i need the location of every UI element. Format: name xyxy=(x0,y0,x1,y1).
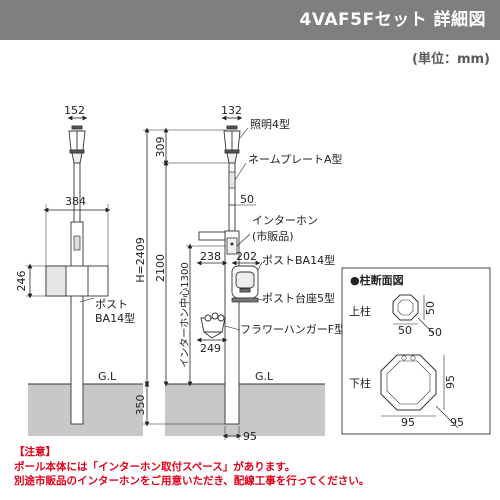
right-dim-top: 132 xyxy=(221,104,242,117)
left-lower-pole xyxy=(70,221,84,425)
unit-label: (単位：mm) xyxy=(412,52,490,67)
dim-2100: 2100 xyxy=(154,254,167,282)
left-mailbox xyxy=(45,265,109,297)
lower-dim-c: 95 xyxy=(450,416,464,429)
label-nameplate: ネームプレートA型 xyxy=(248,152,343,166)
page-title: 4VAF5Fセット 詳細図 xyxy=(299,10,486,30)
upper-dim-c: 50 xyxy=(428,326,442,339)
left-dim-width: 384 xyxy=(65,195,86,208)
right-ground-label: G.L xyxy=(255,370,274,383)
label-post-base: ポスト台座5型 xyxy=(262,291,335,305)
left-ground-label: G.L xyxy=(98,370,117,383)
left-dim-height: 246 xyxy=(15,271,28,292)
side-plate xyxy=(198,231,226,241)
label-flower: フラワーハンガーF型 xyxy=(240,322,345,336)
lower-dim-a: 95 xyxy=(444,375,457,389)
section-title: ●柱断面図 xyxy=(350,273,404,287)
upper-dim-b: 50 xyxy=(398,324,412,337)
left-upper-pole xyxy=(73,162,81,224)
left-ground xyxy=(28,384,143,436)
note-line-1: ポール本体には「インターホン取付スペース」があります。 xyxy=(14,461,296,473)
dim-50: 50 xyxy=(240,193,254,206)
dim-202: 202 xyxy=(236,250,257,263)
left-lamp xyxy=(68,125,86,164)
dim-249: 249 xyxy=(200,342,221,355)
right-front-view: G.L 132 照明4型 ネームプレートA型 xyxy=(134,104,345,443)
dim-intercom-center: インターホン中心1300 xyxy=(178,262,191,367)
post-ba14 xyxy=(231,265,259,299)
upper-label: 上柱 xyxy=(349,304,371,318)
dim-total: H=2409 xyxy=(134,237,147,282)
label-intercom-1: インターホン xyxy=(252,214,318,227)
note-heading: 【注意】 xyxy=(14,446,56,458)
nameplate xyxy=(228,171,236,189)
lower-dim-b: 95 xyxy=(401,416,415,429)
left-post-label-1: ポスト xyxy=(95,298,128,311)
dim-350: 350 xyxy=(134,395,147,416)
note-line-2: 別途市販品のインターホンをご用意いただき、配線工事を行ってください。 xyxy=(14,475,370,487)
lower-label: 下柱 xyxy=(349,376,371,390)
post-base xyxy=(231,297,259,303)
label-light: 照明4型 xyxy=(250,117,290,131)
left-side-view: G.L 152 384 xyxy=(15,104,143,436)
right-lamp xyxy=(223,125,241,164)
upper-dim-a: 50 xyxy=(424,301,437,315)
left-post-label-2: BA14型 xyxy=(95,311,135,325)
section-box: ●柱断面図 上柱 50 50 50 下柱 95 95 95 xyxy=(341,267,491,435)
label-post: ポストBA14型 xyxy=(262,253,335,267)
dim-95: 95 xyxy=(243,430,257,443)
dim-238: 238 xyxy=(200,250,221,263)
left-dim-top: 152 xyxy=(64,104,85,117)
flower-hanger xyxy=(200,312,226,339)
label-intercom-2: (市販品) xyxy=(252,229,294,243)
right-ground xyxy=(165,384,325,436)
header-bar: 4VAF5Fセット 詳細図 xyxy=(0,0,500,40)
dim-light: 309 xyxy=(154,137,167,158)
